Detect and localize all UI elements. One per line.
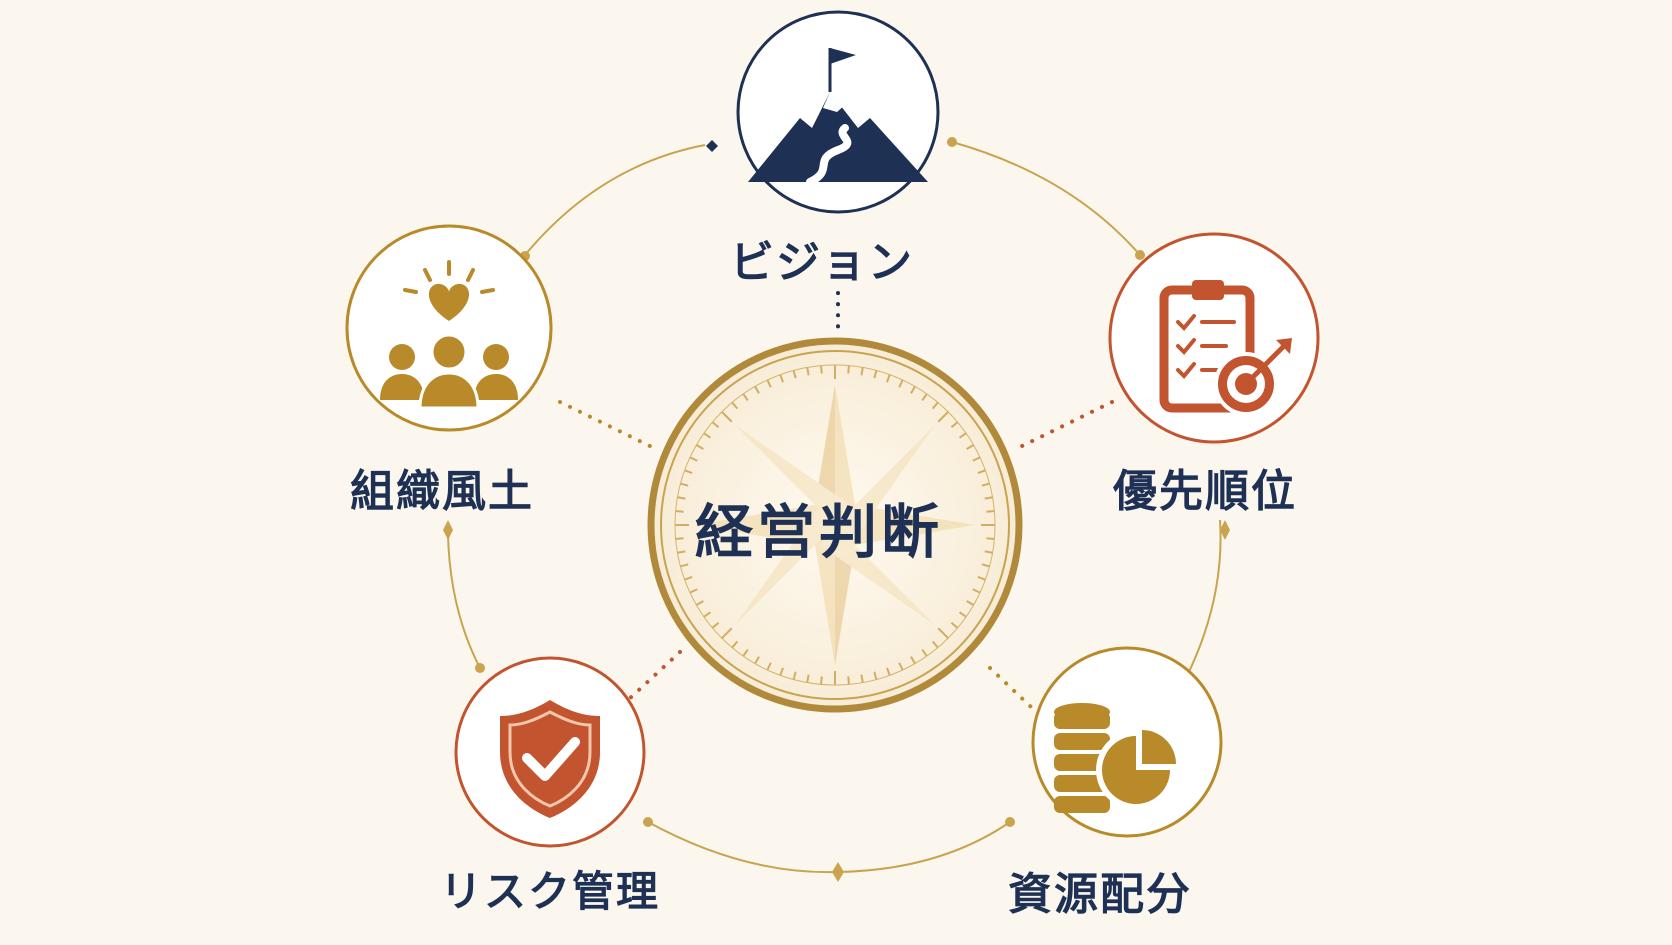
compass-tick (806, 674, 810, 683)
compass-tick (921, 648, 928, 657)
outer-ring-connectors (447, 141, 1222, 874)
compass-tick (731, 640, 739, 649)
compass-tick (972, 588, 981, 594)
compass-tick (677, 496, 686, 500)
compass-tick (677, 550, 686, 554)
compass-tick (986, 510, 995, 513)
compass-tick (847, 365, 850, 374)
compass-tick (984, 550, 993, 554)
compass-tick (931, 401, 939, 410)
compass-tick (847, 676, 850, 685)
compass-tick (792, 671, 797, 680)
compass-tick (695, 600, 704, 606)
compass-tick (860, 367, 864, 376)
compass-tick (689, 456, 698, 462)
compass-tick (950, 421, 959, 429)
compass-tick (766, 379, 772, 388)
culture-node (345, 224, 553, 432)
spoke-connectors (558, 291, 1114, 727)
compass-tick (910, 656, 916, 665)
culture-label: 組織風土 (350, 466, 534, 517)
compass-tick (886, 374, 891, 383)
mountain-flag-icon (748, 48, 928, 186)
vision-node (736, 10, 940, 214)
compass-tick (958, 432, 967, 439)
compass-tick (966, 600, 975, 606)
compass-tick (792, 370, 797, 379)
compass-tick (886, 667, 891, 676)
compass-tick (921, 393, 928, 402)
compass-tick (711, 421, 720, 429)
compass-tick (806, 367, 810, 376)
vision-label: ビジョン (730, 237, 914, 288)
compass-tick (711, 621, 720, 629)
compass-tick (820, 365, 823, 374)
compass-tick (766, 662, 772, 671)
coins-pie-chart-icon (1054, 703, 1176, 813)
compass-tick (977, 469, 986, 474)
clipboard-target-icon (1159, 280, 1292, 416)
compass-tick (898, 379, 904, 388)
compass-tick (950, 621, 959, 629)
resource-node (1031, 646, 1223, 838)
risk-node (454, 656, 646, 848)
risk-label: リスク管理 (440, 867, 661, 916)
compass-tick (754, 385, 760, 394)
compass-tick (742, 648, 749, 657)
compass-tick (684, 469, 693, 474)
compass-tick (680, 563, 689, 568)
compass-tick (937, 411, 949, 423)
compass-tick (966, 444, 975, 450)
resource-label: 資源配分 (1008, 869, 1192, 920)
people-heart-icon (380, 260, 518, 410)
compass-tick (910, 385, 916, 394)
compass-tick (779, 374, 784, 383)
shield-check-icon (500, 700, 600, 818)
compass-tick (981, 482, 990, 487)
compass-tick (977, 576, 986, 581)
compass-tick (721, 411, 733, 423)
compass-tick (931, 640, 939, 649)
compass-tick (675, 510, 684, 513)
compass-tick (972, 456, 981, 462)
compass-tick (675, 537, 684, 540)
compass-tick (820, 676, 823, 685)
compass-tick (684, 576, 693, 581)
priority-label: 優先順位 (1113, 466, 1297, 517)
compass-tick (721, 627, 733, 639)
compass-tick (742, 393, 749, 402)
compass-tick (731, 401, 739, 410)
compass-tick (689, 588, 698, 594)
compass-tick (984, 496, 993, 500)
compass-tick (937, 627, 949, 639)
compass-tick (779, 667, 784, 676)
priority-node (1108, 232, 1320, 444)
center-compass (647, 337, 1023, 713)
compass-tick (754, 656, 760, 665)
compass-tick (898, 662, 904, 671)
compass-tick (695, 444, 704, 450)
compass-tick (873, 671, 878, 680)
compass-tick (703, 611, 712, 618)
center-title: 経営判断 (694, 498, 943, 566)
compass-tick (958, 611, 967, 618)
compass-tick (860, 674, 864, 683)
compass-tick (873, 370, 878, 379)
compass-tick (981, 563, 990, 568)
compass-tick (680, 482, 689, 487)
compass-tick (986, 537, 995, 540)
compass-tick (703, 432, 712, 439)
